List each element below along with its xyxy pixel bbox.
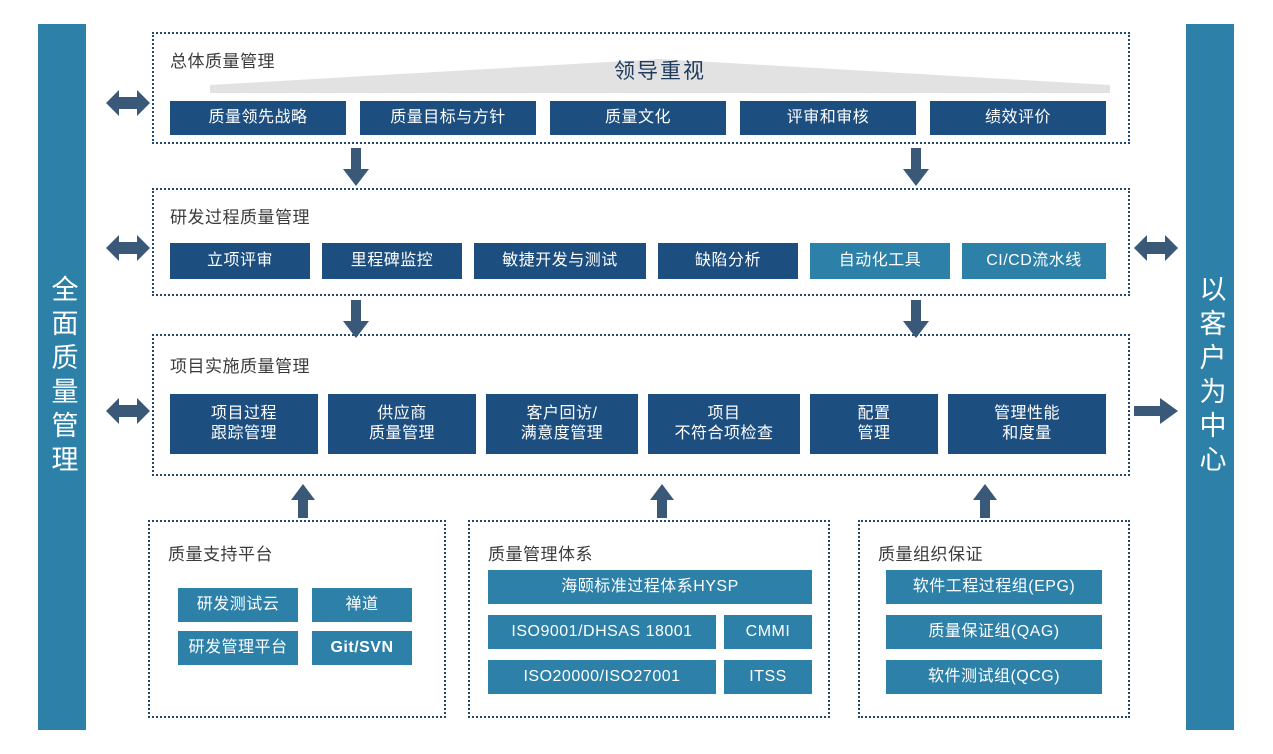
- chip-quality-leading-strategy[interactable]: 质量领先战略: [170, 101, 346, 135]
- panel-title-quality-management-system: 质量管理体系: [488, 545, 593, 564]
- chip-performance-evaluation[interactable]: 绩效评价: [930, 101, 1106, 135]
- chip-qcg-group[interactable]: 软件测试组(QCG): [886, 660, 1102, 694]
- panel-title-project-delivery-quality-management: 项目实施质量管理: [170, 357, 310, 376]
- panel-title-rd-process-quality-management: 研发过程质量管理: [170, 208, 310, 227]
- down-arrow-row1-to-row2-left: [343, 148, 369, 186]
- chip-rd-management-platform[interactable]: 研发管理平台: [178, 631, 298, 665]
- chip-iso20000-iso27001[interactable]: ISO20000/ISO27001: [488, 660, 716, 694]
- chip-qag-group[interactable]: 质量保证组(QAG): [886, 615, 1102, 649]
- chip-configuration-management[interactable]: 配置 管理: [810, 394, 938, 454]
- chip-iso9001-dhsas18001[interactable]: ISO9001/DHSAS 18001: [488, 615, 716, 649]
- panel-title-quality-organization-assurance: 质量组织保证: [878, 545, 983, 564]
- double-arrow-left-row3: [106, 398, 150, 424]
- panel-title-overall-quality-management: 总体质量管理: [170, 52, 275, 71]
- chip-customer-revisit-satisfaction[interactable]: 客户回访/ 满意度管理: [486, 394, 638, 454]
- up-arrow-support-platform-to-row3: [291, 484, 315, 518]
- chip-defect-analysis[interactable]: 缺陷分析: [658, 243, 798, 279]
- chip-project-initiation-review[interactable]: 立项评审: [170, 243, 310, 279]
- right-vertical-banner-label: 以客户为中心: [1195, 275, 1226, 479]
- chip-review-and-audit[interactable]: 评审和审核: [740, 101, 916, 135]
- left-vertical-banner: 全面质量管理: [38, 24, 86, 730]
- chip-agile-dev-and-test[interactable]: 敏捷开发与测试: [474, 243, 646, 279]
- double-arrow-left-row2: [106, 235, 150, 261]
- chip-project-process-tracking[interactable]: 项目过程 跟踪管理: [170, 394, 318, 454]
- chip-project-nonconformity-check[interactable]: 项目 不符合项检查: [648, 394, 800, 454]
- chip-cmmi[interactable]: CMMI: [724, 615, 812, 649]
- right-vertical-banner: 以客户为中心: [1186, 24, 1234, 730]
- down-arrow-row2-to-row3-left: [343, 300, 369, 338]
- chip-cicd-pipeline[interactable]: CI/CD流水线: [962, 243, 1106, 279]
- chip-quality-goals-policy[interactable]: 质量目标与方针: [360, 101, 536, 135]
- single-arrow-right-row3: [1134, 398, 1178, 424]
- double-arrow-left-row1: [106, 90, 150, 116]
- up-arrow-management-system-to-row3: [650, 484, 674, 518]
- left-vertical-banner-label: 全面质量管理: [47, 275, 78, 479]
- chip-milestone-monitoring[interactable]: 里程碑监控: [322, 243, 462, 279]
- chip-epg-group[interactable]: 软件工程过程组(EPG): [886, 570, 1102, 604]
- chip-management-performance-metrics[interactable]: 管理性能 和度量: [948, 394, 1106, 454]
- up-arrow-organization-assurance-to-row3: [973, 484, 997, 518]
- panel-title-quality-support-platform: 质量支持平台: [168, 545, 273, 564]
- chip-hysp-standard-process[interactable]: 海颐标准过程体系HYSP: [488, 570, 812, 604]
- chip-quality-culture[interactable]: 质量文化: [550, 101, 726, 135]
- chip-itss[interactable]: ITSS: [724, 660, 812, 694]
- chip-automation-tools[interactable]: 自动化工具: [810, 243, 950, 279]
- chip-zentao[interactable]: 禅道: [312, 588, 412, 622]
- chip-git-svn[interactable]: Git/SVN: [312, 631, 412, 665]
- double-arrow-right-row2: [1134, 235, 1178, 261]
- down-arrow-row1-to-row2-right: [903, 148, 929, 186]
- down-arrow-row2-to-row3-right: [903, 300, 929, 338]
- chip-rd-test-cloud[interactable]: 研发测试云: [178, 588, 298, 622]
- chip-supplier-quality-management[interactable]: 供应商 质量管理: [328, 394, 476, 454]
